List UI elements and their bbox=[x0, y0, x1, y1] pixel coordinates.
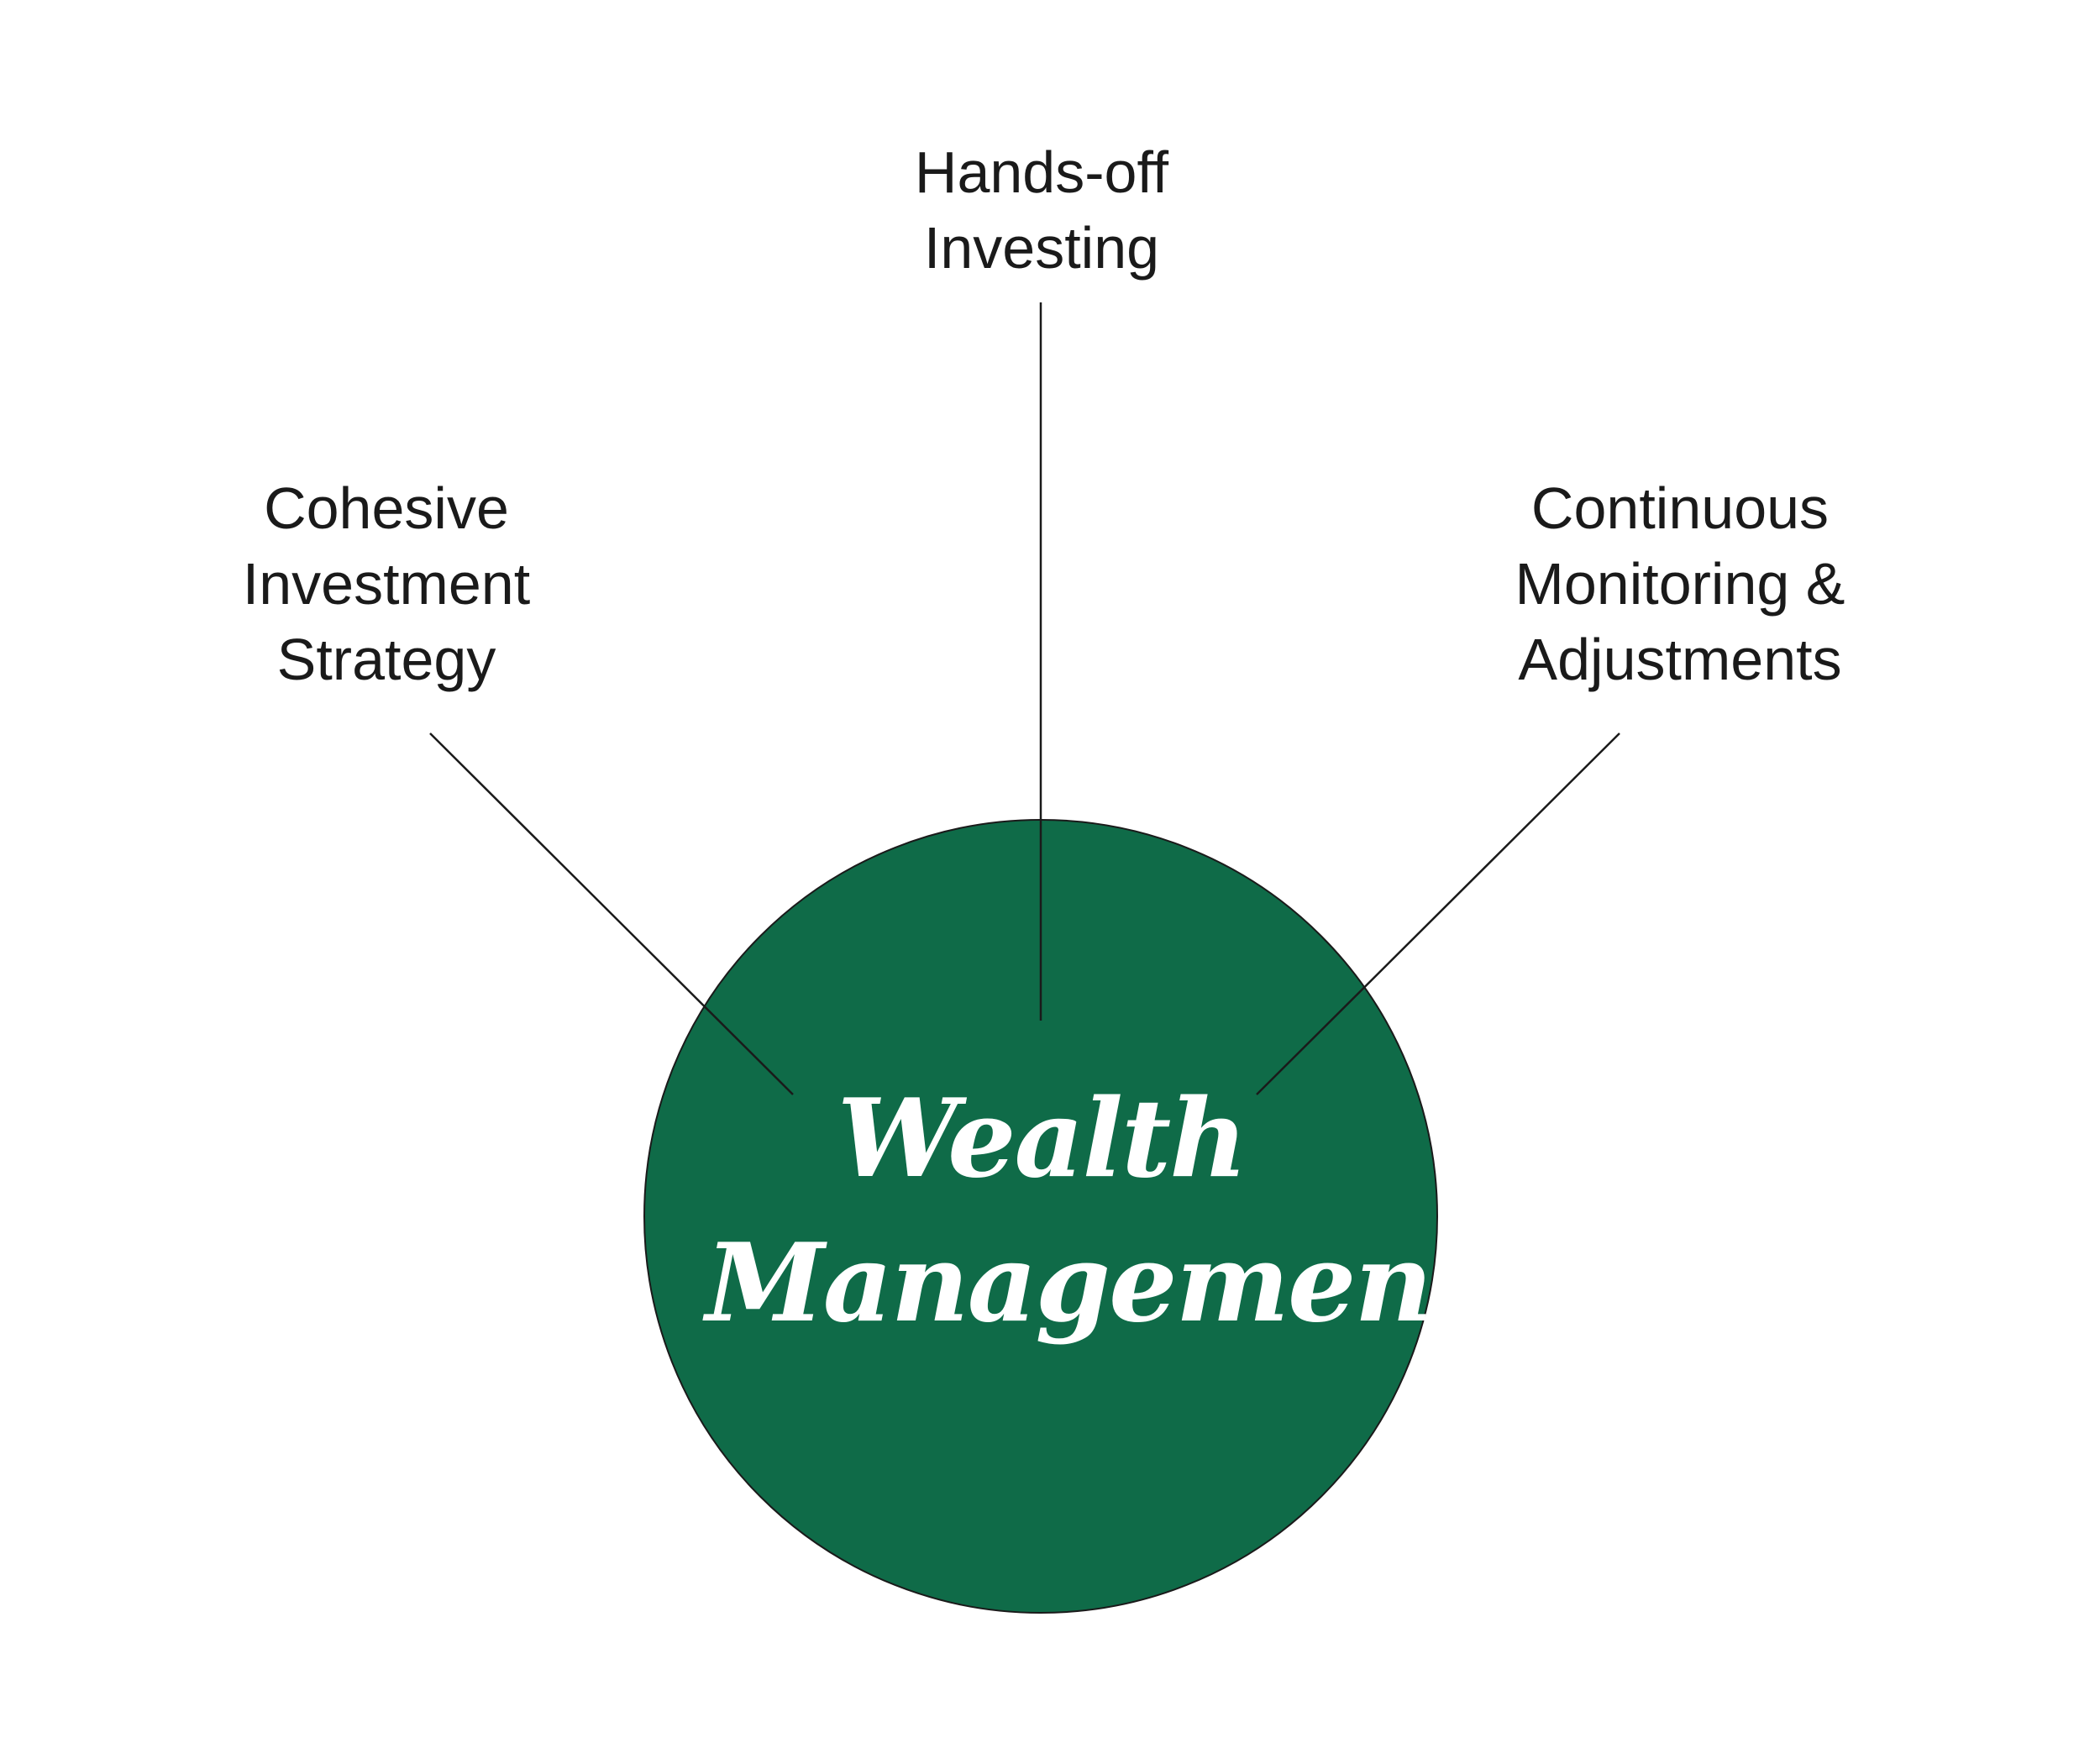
center-title-line: Management bbox=[706, 1221, 1481, 1347]
branch-label-cohesive-investment-strategy: Cohesive Investment Strategy bbox=[193, 470, 580, 697]
center-node-title: Wealth Management bbox=[706, 1067, 1481, 1356]
connector-line-left bbox=[429, 732, 794, 1095]
branch-label-line: Monitoring & bbox=[1515, 551, 1845, 617]
branch-label-line: Investment bbox=[242, 551, 531, 617]
branch-label-line: Continuous bbox=[1530, 475, 1830, 541]
branch-label-line: Strategy bbox=[276, 627, 496, 692]
center-title-line: Wealth bbox=[837, 1076, 1248, 1202]
branch-label-line: Adjustments bbox=[1518, 627, 1842, 692]
branch-label-line: Cohesive bbox=[264, 475, 509, 541]
branch-label-line: Investing bbox=[923, 215, 1160, 281]
connector-line-right bbox=[1256, 732, 1620, 1095]
branch-label-continuous-monitoring: Continuous Monitoring & Adjustments bbox=[1462, 470, 1898, 697]
branch-label-hands-off-investing: Hands-off Investing bbox=[874, 134, 1210, 286]
branch-label-line: Hands-off bbox=[914, 139, 1169, 205]
